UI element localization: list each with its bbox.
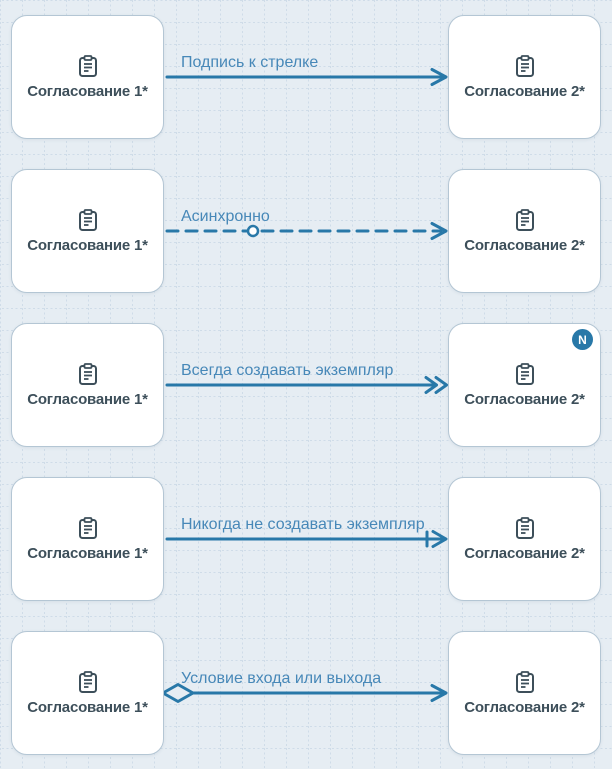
- clipboard-icon: [515, 208, 535, 231]
- node-label: Согласование 1*: [27, 82, 148, 100]
- node-approval-1[interactable]: Согласование 1*: [11, 631, 164, 755]
- clipboard-icon: [78, 670, 98, 693]
- arrow-label: Всегда создавать экземпляр: [181, 362, 394, 379]
- node-label: Согласование 1*: [27, 390, 148, 408]
- node-label: Согласование 2*: [464, 390, 585, 408]
- node-approval-1[interactable]: Согласование 1*: [11, 169, 164, 293]
- arrow-always-new-instance[interactable]: [165, 376, 448, 394]
- node-approval-2[interactable]: Согласование 2*: [448, 169, 601, 293]
- clipboard-icon: [515, 516, 535, 539]
- arrow-labeled[interactable]: [165, 68, 448, 86]
- clipboard-icon: [78, 362, 98, 385]
- arrow-label: Никогда не создавать экземпляр: [181, 516, 425, 533]
- node-approval-2[interactable]: N Согласование 2*: [448, 323, 601, 447]
- multi-instance-badge: N: [572, 329, 593, 350]
- node-label: Согласование 2*: [464, 236, 585, 254]
- node-approval-2[interactable]: Согласование 2*: [448, 477, 601, 601]
- node-approval-1[interactable]: Согласование 1*: [11, 477, 164, 601]
- arrow-condition[interactable]: [161, 683, 448, 703]
- node-approval-2[interactable]: Согласование 2*: [448, 631, 601, 755]
- clipboard-icon: [515, 54, 535, 77]
- node-approval-2[interactable]: Согласование 2*: [448, 15, 601, 139]
- node-label: Согласование 2*: [464, 698, 585, 716]
- node-approval-1[interactable]: Согласование 1*: [11, 15, 164, 139]
- arrow-never-new-instance[interactable]: [165, 530, 448, 548]
- clipboard-icon: [78, 516, 98, 539]
- arrow-label: Подпись к стрелке: [181, 54, 319, 71]
- async-circle-marker: [246, 224, 260, 238]
- clipboard-icon: [515, 362, 535, 385]
- node-approval-1[interactable]: Согласование 1*: [11, 323, 164, 447]
- node-label: Согласование 2*: [464, 544, 585, 562]
- clipboard-icon: [78, 208, 98, 231]
- arrow-async[interactable]: [165, 222, 448, 240]
- node-label: Согласование 1*: [27, 544, 148, 562]
- clipboard-icon: [515, 670, 535, 693]
- arrow-label: Асинхронно: [181, 208, 270, 225]
- clipboard-icon: [78, 54, 98, 77]
- node-label: Согласование 1*: [27, 698, 148, 716]
- arrow-label: Условие входа или выхода: [181, 670, 382, 687]
- node-label: Согласование 1*: [27, 236, 148, 254]
- node-label: Согласование 2*: [464, 82, 585, 100]
